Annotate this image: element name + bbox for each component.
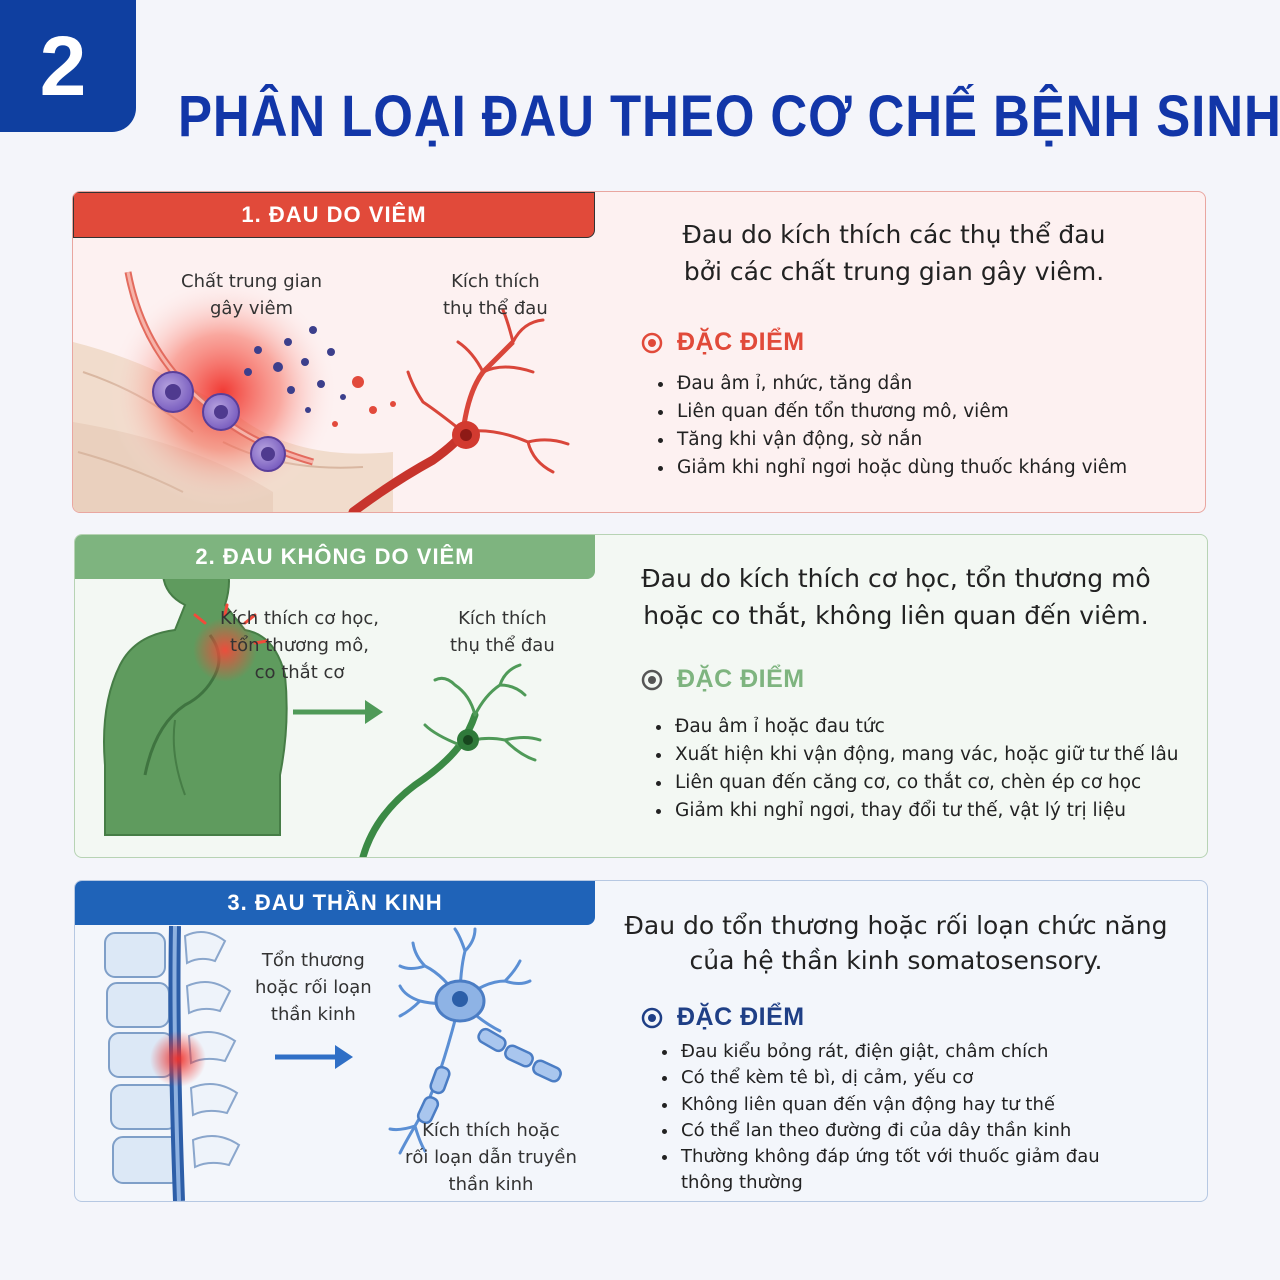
list-item: Đau âm ỉ hoặc đau tức [673,713,1207,741]
target-icon [641,1007,663,1028]
page-title: PHÂN LOẠI ĐAU THEO CƠ CHẾ BỆNH SINH [178,84,1280,149]
list-item: Xuất hiện khi vận động, mang vác, hoặc g… [673,741,1207,769]
card-2-feature-header: ĐẶC ĐIỂM [641,665,805,694]
card-3-feature-header: ĐẶC ĐIỂM [641,1003,805,1032]
card-non-inflammatory-pain: 2. ĐAU KHÔNG DO VIÊM Kích thích cơ học,t… [74,534,1208,858]
spine-neuron-illustration [104,925,562,1201]
list-item: Không liên quan đến vận động hay tư thế [679,1092,1109,1118]
target-icon [641,669,663,690]
list-item: Có thể kèm tê bì, dị cảm, yếu cơ [679,1065,1109,1091]
list-item: Thường không đáp ứng tốt với thuốc giảm … [679,1144,1109,1197]
list-item: Giảm khi nghỉ ngơi, thay đổi tư thế, vật… [673,797,1207,825]
card-3-description: Đau do tổn thương hoặc rối loạn chức năn… [624,911,1168,975]
list-item: Giảm khi nghỉ ngơi hoặc dùng thuốc kháng… [675,454,1195,482]
list-item: Tăng khi vận động, sờ nắn [675,426,1195,454]
card-3-feature-list: Đau kiểu bỏng rát, điện giật, châm chích… [661,1039,1109,1197]
target-icon [641,332,663,353]
card-3-tab: 3. ĐAU THẦN KINH [75,881,595,925]
card-1-feature-list: Đau âm ỉ, nhức, tăng dần Liên quan đến t… [657,370,1195,482]
muscle-strain-illustration [103,538,542,857]
card-2-feature-list: Đau âm ỉ hoặc đau tức Xuất hiện khi vận … [655,713,1207,825]
list-item: Liên quan đến tổn thương mô, viêm [675,398,1195,426]
inflammation-illustration [73,271,570,512]
list-item: Đau kiểu bỏng rát, điện giật, châm chích [679,1039,1109,1065]
card-1-feature-header: ĐẶC ĐIỂM [641,328,805,357]
list-item: Liên quan đến căng cơ, co thắt cơ, chèn … [673,769,1207,797]
card-1-tab: 1. ĐAU DO VIÊM [73,192,595,238]
list-item: Đau âm ỉ, nhức, tăng dần [675,370,1195,398]
section-number-badge: 2 [0,0,136,132]
card-2-tab: 2. ĐAU KHÔNG DO VIÊM [75,535,595,579]
label-mechanical-stimulation: Kích thích cơ học,tổn thương mô,co thắt … [220,608,379,683]
list-item: Có thể lan theo đường đi của dây thần ki… [679,1118,1109,1144]
